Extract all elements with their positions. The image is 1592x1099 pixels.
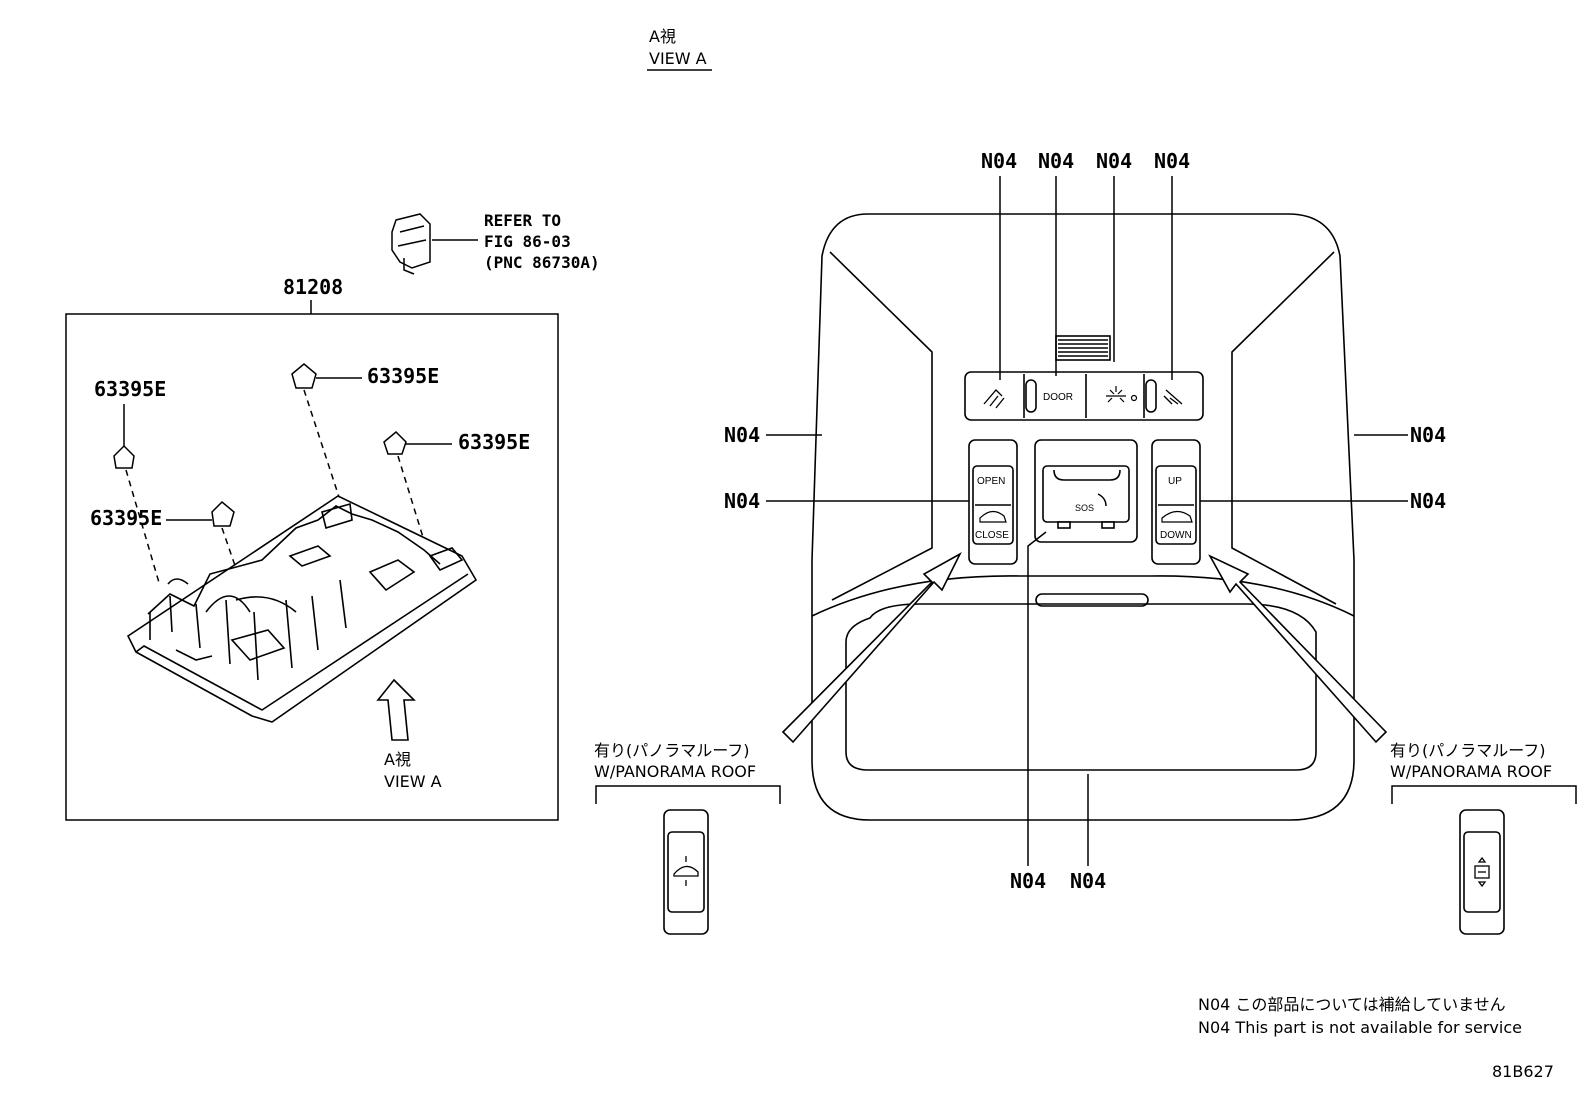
n04-bottom-2: N04 bbox=[1070, 869, 1106, 893]
clip-icon bbox=[113, 363, 407, 527]
n04-left-1: N04 bbox=[724, 423, 760, 447]
clip-label-4: 63395E bbox=[90, 506, 162, 530]
clip-label-2: 63395E bbox=[367, 364, 439, 388]
n04-top-1: N04 bbox=[981, 149, 1017, 173]
close-button-label: CLOSE bbox=[975, 530, 1009, 541]
lamp-switch-bank bbox=[964, 371, 1204, 421]
up-button-label: UP bbox=[1168, 476, 1182, 487]
footnote-en: N04 This part is not available for servi… bbox=[1198, 1018, 1522, 1037]
panorama-left-icon bbox=[673, 856, 699, 886]
footnote-ja: N04 この部品については補給していません bbox=[1198, 995, 1506, 1014]
refer-line1: REFER TO bbox=[484, 211, 561, 230]
view-arrow-ja: A視 bbox=[384, 750, 411, 769]
clip-label-3: 63395E bbox=[458, 430, 530, 454]
map-lamp-right-icon bbox=[1163, 389, 1183, 405]
panorama-right-icon bbox=[1474, 856, 1490, 888]
door-button-label: DOOR bbox=[1043, 392, 1073, 403]
pointer-arrows bbox=[781, 552, 1388, 744]
clip-label-1: 63395E bbox=[94, 377, 166, 401]
refer-line2: FIG 86-03 bbox=[484, 232, 571, 251]
n04-right-2: N04 bbox=[1410, 489, 1446, 513]
open-button-label: OPEN bbox=[977, 476, 1005, 487]
overhead-console-unit bbox=[126, 495, 478, 723]
panorama-right-bracket bbox=[1391, 785, 1577, 804]
sos-phone-icon bbox=[1097, 493, 1107, 507]
assembly-frame bbox=[65, 313, 559, 821]
diagram-id: 81B627 bbox=[1492, 1062, 1554, 1081]
panorama-left-bracket bbox=[595, 785, 781, 804]
connector-icon bbox=[391, 213, 431, 275]
dome-lamp-icon bbox=[1106, 386, 1138, 403]
n04-right-1: N04 bbox=[1410, 423, 1446, 447]
panorama-right-en: W/PANORAMA ROOF bbox=[1390, 762, 1552, 781]
sos-module bbox=[1034, 439, 1138, 543]
n04-top-4: N04 bbox=[1154, 149, 1190, 173]
n04-top-2: N04 bbox=[1038, 149, 1074, 173]
down-button-label: DOWN bbox=[1160, 530, 1192, 541]
shade-switch-left bbox=[968, 439, 1018, 565]
n04-left-2: N04 bbox=[724, 489, 760, 513]
panorama-left-ja: 有り(パノラマルーフ) bbox=[594, 741, 750, 760]
panorama-left-en: W/PANORAMA ROOF bbox=[594, 762, 756, 781]
view-arrow-en: VIEW A bbox=[384, 772, 442, 791]
map-lamp-left-icon bbox=[983, 389, 1005, 409]
assembly-part-number: 81208 bbox=[283, 275, 343, 299]
n04-bottom-1: N04 bbox=[1010, 869, 1046, 893]
shade-switch-right bbox=[1151, 439, 1201, 565]
shade-right-icon bbox=[1161, 510, 1193, 523]
panorama-left-switch bbox=[663, 809, 709, 935]
view-heading-ja: A視 bbox=[649, 27, 676, 46]
console-housing bbox=[811, 213, 1355, 821]
clip-leaders bbox=[123, 377, 452, 521]
panorama-right-ja: 有り(パノラマルーフ) bbox=[1390, 741, 1546, 760]
n04-top-3: N04 bbox=[1096, 149, 1132, 173]
view-a-arrow-icon bbox=[376, 678, 416, 741]
n04-leaders bbox=[766, 176, 1408, 866]
sos-button-label: SOS bbox=[1075, 503, 1094, 513]
refer-line3: (PNC 86730A) bbox=[484, 253, 600, 272]
view-heading-en: VIEW A bbox=[649, 49, 707, 68]
shade-left-icon bbox=[979, 510, 1007, 523]
